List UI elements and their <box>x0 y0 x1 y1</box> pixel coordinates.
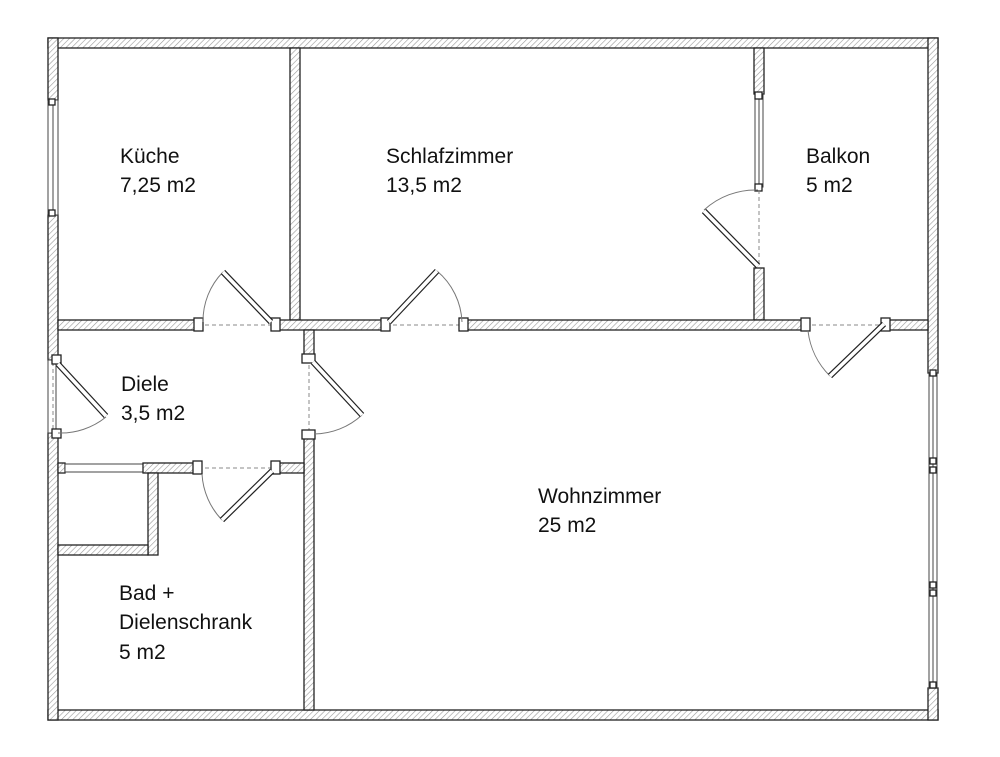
partition-closet <box>64 463 144 473</box>
wall-diele-bad <box>57 462 66 474</box>
wall-horizontal <box>57 319 199 331</box>
room-name-diele: Diele <box>121 373 169 396</box>
door-kueche <box>193 269 281 332</box>
room-area-diele: 3,5 m2 <box>121 402 185 425</box>
room-area-schlafzimmer: 13,5 m2 <box>386 174 462 197</box>
room-area-bad: 5 m2 <box>119 641 166 664</box>
door-wohnzimmer <box>301 353 365 440</box>
wall-diele-bad <box>277 462 305 474</box>
room-area-wohnzimmer: 25 m2 <box>538 514 596 537</box>
wall-schlafzimmer-balkon <box>753 267 765 321</box>
wall-closet-vertical <box>147 472 159 556</box>
outer-wall-right <box>927 687 939 721</box>
wall-diele-wohnzimmer <box>303 436 315 711</box>
outer-wall-left <box>47 432 59 721</box>
room-area-balkon: 5 m2 <box>806 174 853 197</box>
outer-wall-bottom <box>47 709 939 721</box>
outer-wall-left <box>47 214 59 361</box>
door-schlafzimmer <box>380 268 469 332</box>
door-balkon-wohnzimmer <box>800 317 891 379</box>
room-name-schlafzimmer: Schlafzimmer <box>386 145 513 168</box>
wall-kueche-schlafzimmer <box>289 47 301 321</box>
wall-schlafzimmer-balkon <box>753 47 765 95</box>
windows <box>47 91 938 689</box>
walls <box>47 37 939 721</box>
door-entry <box>47 354 109 439</box>
outer-wall-right <box>927 37 939 374</box>
doors <box>47 189 891 523</box>
wall-diele-bad <box>142 462 198 474</box>
wall-closet-horizontal <box>57 544 149 556</box>
room-name-balkon: Balkon <box>806 145 870 168</box>
door-balkon <box>701 189 761 269</box>
wall-horizontal <box>464 319 806 331</box>
room-name-bad-line2: Dielenschrank <box>119 611 253 634</box>
wall-horizontal <box>277 319 387 331</box>
room-name-wohnzimmer: Wohnzimmer <box>538 485 661 508</box>
door-bad <box>192 460 281 523</box>
wall-diele-wohnzimmer <box>303 329 315 356</box>
room-labels: Küche 7,25 m2 Schlafzimmer 13,5 m2 Balko… <box>119 145 870 664</box>
room-name-bad-line1: Bad + <box>119 582 174 605</box>
outer-wall-top <box>47 37 939 49</box>
room-name-kueche: Küche <box>120 145 180 168</box>
room-area-kueche: 7,25 m2 <box>120 174 196 197</box>
outer-wall-left <box>47 37 59 101</box>
wall-horizontal <box>887 319 929 331</box>
